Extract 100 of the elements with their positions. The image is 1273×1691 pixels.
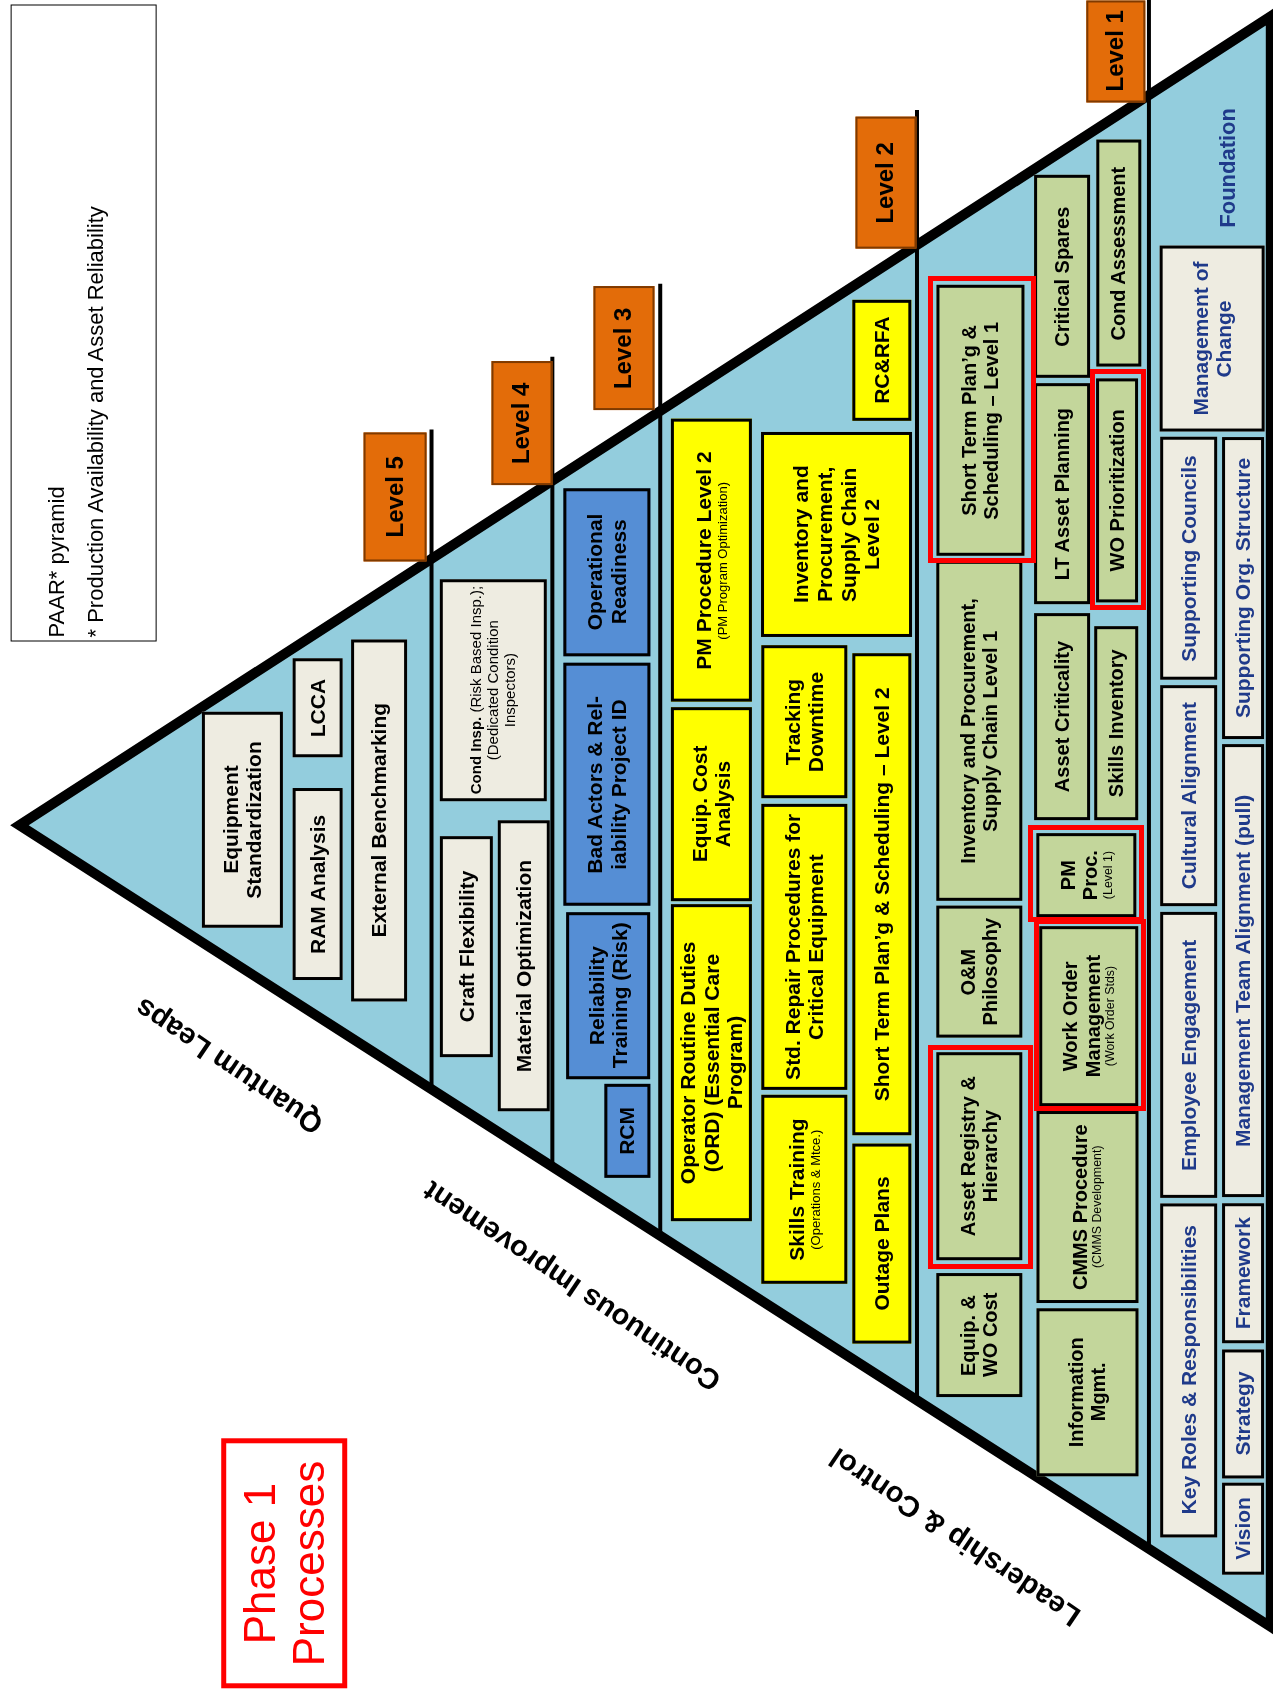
topic-box — [498, 819, 551, 1112]
foundation-label: Supporting Org. Structure — [1231, 457, 1256, 719]
topic-box — [852, 299, 912, 421]
foundation-box — [1222, 1202, 1265, 1344]
topic-box — [350, 638, 407, 1002]
topic-label: RC&RFA — [870, 316, 894, 405]
topic-label: CMMS Procedure — [1068, 1124, 1092, 1290]
topic-box — [201, 712, 283, 928]
topic-box — [440, 836, 493, 1058]
level-tag — [593, 285, 655, 410]
foundation-label: Framework — [1231, 1216, 1256, 1329]
topic-box — [852, 1143, 912, 1344]
topic-label: Outage Plans — [870, 1176, 894, 1311]
topic-label: Asset Criticality — [1050, 640, 1073, 792]
topic-label: Inventory and Procurement, Supply Chain Level 2 — [789, 464, 884, 605]
foundation-label: Key Roles & Responsibilities — [1176, 1225, 1201, 1515]
topic-label: LT Asset Planning — [1050, 407, 1073, 580]
level-label: Level 5 — [381, 455, 409, 537]
topic-box — [293, 787, 344, 980]
topic-label: O&M Philosophy — [957, 917, 1002, 1028]
foundation-box — [1159, 911, 1217, 1198]
topic-box — [1093, 625, 1139, 820]
topic-label: Operational Readiness — [583, 512, 631, 633]
topic-sublabel: (Work Order Stds) — [1103, 965, 1118, 1066]
topic-sublabel: (Level 1) — [1101, 850, 1116, 900]
topic-box — [1038, 925, 1139, 1106]
band-label: Foundation — [1214, 107, 1241, 228]
topic-box — [760, 645, 847, 799]
foundation-box — [1222, 1348, 1265, 1478]
level-label: Level 1 — [1102, 10, 1130, 92]
topic-box — [1096, 140, 1142, 367]
topic-box — [936, 906, 1023, 1038]
foundation-box — [1159, 436, 1217, 680]
topic-label: LCCA — [306, 678, 330, 737]
topic-box — [604, 1084, 651, 1179]
topic-box — [1035, 832, 1136, 917]
topic-box — [936, 284, 1025, 556]
level-label: Level 2 — [872, 141, 900, 223]
topic-label: Operator Routine Duties (ORD) (Essential Care Program) — [676, 940, 747, 1186]
topic-label: RAM Analysis — [306, 813, 330, 954]
topic-box — [1033, 612, 1090, 820]
topic-label: Equipment Standardization — [218, 740, 266, 901]
topic-sublabel: (CMMS Development) — [1091, 1145, 1106, 1269]
level-tag — [855, 116, 917, 249]
topic-label: Skills Inventory — [1104, 648, 1128, 797]
foundation-label: Supporting Councils — [1176, 455, 1201, 662]
topic-label: Critical Spares — [1050, 206, 1073, 347]
topic-label: WO Prioritization — [1105, 408, 1129, 571]
foundation-label: Cultural Alignment — [1176, 702, 1201, 890]
topic-box — [440, 579, 547, 802]
foundation-label: Employee Engagement — [1176, 939, 1201, 1171]
topic-sublabel: (Operations & Mtce.) — [808, 1129, 823, 1250]
foundation-box — [1159, 245, 1265, 432]
phase-box — [221, 1438, 348, 1689]
topic-label: Work Order Management — [1059, 953, 1104, 1079]
topic-label: Short Term Plan’g & Scheduling – Level 2 — [870, 686, 894, 1101]
topic-label: Bad Actors & Rel- iability Project ID — [583, 694, 631, 876]
foundation-label: Management of Change — [1188, 260, 1236, 418]
topic-box — [671, 418, 752, 702]
topic-label: Reliability Training (Risk) — [584, 921, 632, 1071]
foundation-box — [1159, 685, 1217, 907]
topic-box — [936, 560, 1023, 901]
foundation-box — [1222, 436, 1265, 739]
topic-box — [1033, 174, 1090, 378]
level-tag — [363, 431, 427, 561]
topic-label: Equip. Cost Analysis — [687, 744, 735, 865]
topic-label: External Benchmarking — [366, 702, 391, 938]
topic-label: Information Mgmt. — [1064, 1335, 1110, 1449]
topic-box — [760, 803, 847, 1090]
foundation-label: Vision — [1231, 1497, 1256, 1561]
topic-box — [671, 706, 752, 901]
topic-label: PM Proc. — [1056, 848, 1102, 902]
note-text: * Production Availability and Asset Reliability — [83, 206, 109, 638]
topic-label: Material Optimization — [512, 859, 537, 1072]
level-tag — [490, 361, 553, 486]
topic-box — [671, 904, 752, 1222]
topic-label: PM Procedure Level 2 — [692, 450, 716, 670]
topic-box — [563, 487, 651, 656]
topic-box — [563, 663, 651, 907]
level-label: Level 3 — [610, 307, 638, 389]
level-label: Level 4 — [508, 382, 536, 465]
level-tag — [1086, 0, 1146, 103]
topic-box — [1035, 1111, 1139, 1304]
foundation-box — [1159, 1202, 1217, 1538]
topic-label: Craft Flexibility — [454, 870, 479, 1023]
topic-box — [566, 911, 651, 1079]
topic-label: Short Term Plan’g & Scheduling – Level 1 — [958, 320, 1003, 522]
topic-label: Skills Training — [784, 1118, 808, 1261]
topic-box — [293, 658, 344, 758]
foundation-box — [1222, 1483, 1265, 1576]
topic-label: RCM — [615, 1107, 640, 1156]
foundation-label: Strategy — [1231, 1371, 1256, 1456]
topic-box — [936, 1051, 1023, 1261]
phase-label: Phase 1 Processes — [235, 1459, 334, 1668]
topic-box — [1033, 382, 1090, 605]
note-box — [10, 5, 157, 642]
topic-box — [852, 652, 912, 1135]
topic-box — [936, 1273, 1023, 1398]
foundation-label: Management Team Alignment (pull) — [1231, 794, 1256, 1148]
foundation-box — [1222, 744, 1265, 1198]
